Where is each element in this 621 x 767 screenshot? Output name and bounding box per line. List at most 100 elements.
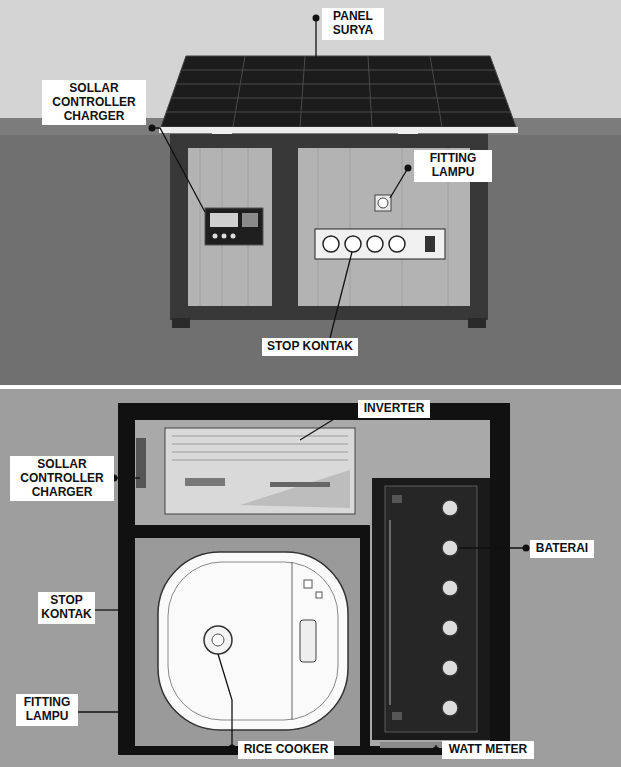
battery-terminal bbox=[442, 660, 458, 676]
leader-dot bbox=[229, 745, 236, 752]
part-label: STOP KONTAK bbox=[262, 338, 358, 356]
part-label: STOP KONTAK bbox=[38, 592, 95, 624]
part-label: RICE COOKER bbox=[238, 741, 334, 759]
controller-icon bbox=[242, 213, 258, 227]
rice-cooker-lid bbox=[168, 562, 338, 720]
outlet bbox=[345, 236, 361, 252]
battery-terminal bbox=[442, 620, 458, 636]
leader-line bbox=[152, 128, 205, 212]
controller-button bbox=[231, 234, 236, 239]
battery-terminal bbox=[442, 580, 458, 596]
part-label: WATT METER bbox=[442, 741, 534, 759]
wood-grain bbox=[200, 148, 448, 306]
leader-line bbox=[458, 547, 526, 548]
part-label: SOLLAR CONTROLLER CHARGER bbox=[10, 456, 114, 501]
rice-cooker-seam bbox=[292, 562, 293, 720]
panel-grid-line bbox=[166, 112, 510, 113]
leader-line bbox=[78, 711, 120, 712]
lamp-fitting bbox=[375, 195, 391, 211]
inverter-fin bbox=[172, 452, 348, 453]
strip-switch bbox=[425, 236, 435, 252]
rice-cooker-button bbox=[304, 580, 312, 588]
rice-cooker-button bbox=[316, 592, 322, 598]
solar-panel bbox=[161, 56, 516, 127]
battery-terminals bbox=[442, 500, 458, 716]
leader-line bbox=[95, 609, 120, 610]
leader-lines bbox=[152, 18, 408, 338]
battery-clip bbox=[392, 495, 402, 503]
leader-dot bbox=[149, 125, 156, 132]
rice-cooker-handle bbox=[300, 620, 316, 662]
inverter-fin bbox=[172, 444, 348, 445]
part-label: SOLLAR CONTROLLER CHARGER bbox=[42, 80, 146, 125]
battery-top bbox=[385, 486, 477, 732]
wood-grain-line bbox=[318, 148, 319, 306]
outlet bbox=[367, 236, 383, 252]
controller-button bbox=[222, 234, 227, 239]
part-label: PANEL SURYA bbox=[322, 8, 384, 40]
leader-line bbox=[300, 408, 352, 440]
leader-dot bbox=[523, 545, 530, 552]
battery-terminal bbox=[442, 500, 458, 516]
panel-rim bbox=[159, 127, 518, 133]
part-label: INVERTER bbox=[358, 400, 430, 418]
battery-compartment bbox=[370, 420, 490, 746]
cabinet-leg bbox=[468, 318, 486, 328]
ground bbox=[0, 118, 621, 385]
charge-controller bbox=[205, 208, 263, 245]
wood-grain-line bbox=[402, 148, 403, 306]
wood-grain-line bbox=[350, 148, 351, 306]
view-divider bbox=[0, 385, 621, 389]
power-strip bbox=[315, 229, 445, 259]
part-label: BATERAI bbox=[530, 540, 594, 558]
cabinet-leg bbox=[172, 318, 190, 328]
inverter-fins bbox=[172, 436, 348, 460]
leader-line bbox=[218, 654, 232, 748]
leader-lines bbox=[78, 408, 526, 750]
outlet bbox=[389, 236, 405, 252]
battery-slot bbox=[389, 520, 391, 705]
wood-grain-line bbox=[200, 148, 201, 306]
battery-clip bbox=[392, 712, 402, 720]
lamp-socket bbox=[378, 198, 388, 208]
inverter-body bbox=[165, 428, 355, 514]
panel-grid-line bbox=[172, 98, 505, 99]
leader-line bbox=[315, 18, 316, 58]
inverter-badge bbox=[270, 482, 330, 487]
controller-screen bbox=[210, 213, 238, 227]
rice-cooker-knob-center bbox=[212, 634, 224, 646]
panel-grid-line bbox=[300, 56, 305, 127]
panel-grid-line bbox=[177, 84, 500, 85]
panel-grid bbox=[166, 56, 510, 127]
inverter-badge bbox=[185, 478, 225, 486]
leader-dot bbox=[405, 165, 412, 172]
leader-line bbox=[390, 168, 408, 198]
panel-grid-line bbox=[368, 56, 372, 127]
controller-edge bbox=[136, 438, 146, 488]
battery-body bbox=[372, 478, 490, 740]
wood-panel bbox=[188, 148, 272, 306]
panel-grid-line bbox=[182, 70, 495, 71]
part-label: FITTING LAMPU bbox=[414, 150, 492, 182]
outlet bbox=[323, 236, 339, 252]
rice-cooker-body bbox=[158, 552, 348, 730]
inverter-stripe bbox=[240, 470, 350, 508]
controller-button bbox=[213, 234, 218, 239]
part-label: FITTING LAMPU bbox=[16, 694, 78, 726]
cabinet-outline bbox=[118, 403, 510, 755]
sky-backdrop bbox=[0, 0, 621, 385]
leader-line bbox=[330, 252, 352, 338]
inverter-fin bbox=[172, 436, 348, 437]
panel-grid-line bbox=[430, 56, 442, 127]
leader-dot bbox=[349, 405, 356, 412]
battery-terminal bbox=[442, 700, 458, 716]
panel-grid-line bbox=[233, 56, 245, 127]
inverter-fin bbox=[172, 460, 348, 461]
leader-dot bbox=[313, 15, 320, 22]
lower-compartment bbox=[135, 538, 360, 746]
rice-cooker-knob bbox=[204, 626, 232, 654]
battery-terminal bbox=[442, 540, 458, 556]
leader-line bbox=[114, 477, 140, 478]
